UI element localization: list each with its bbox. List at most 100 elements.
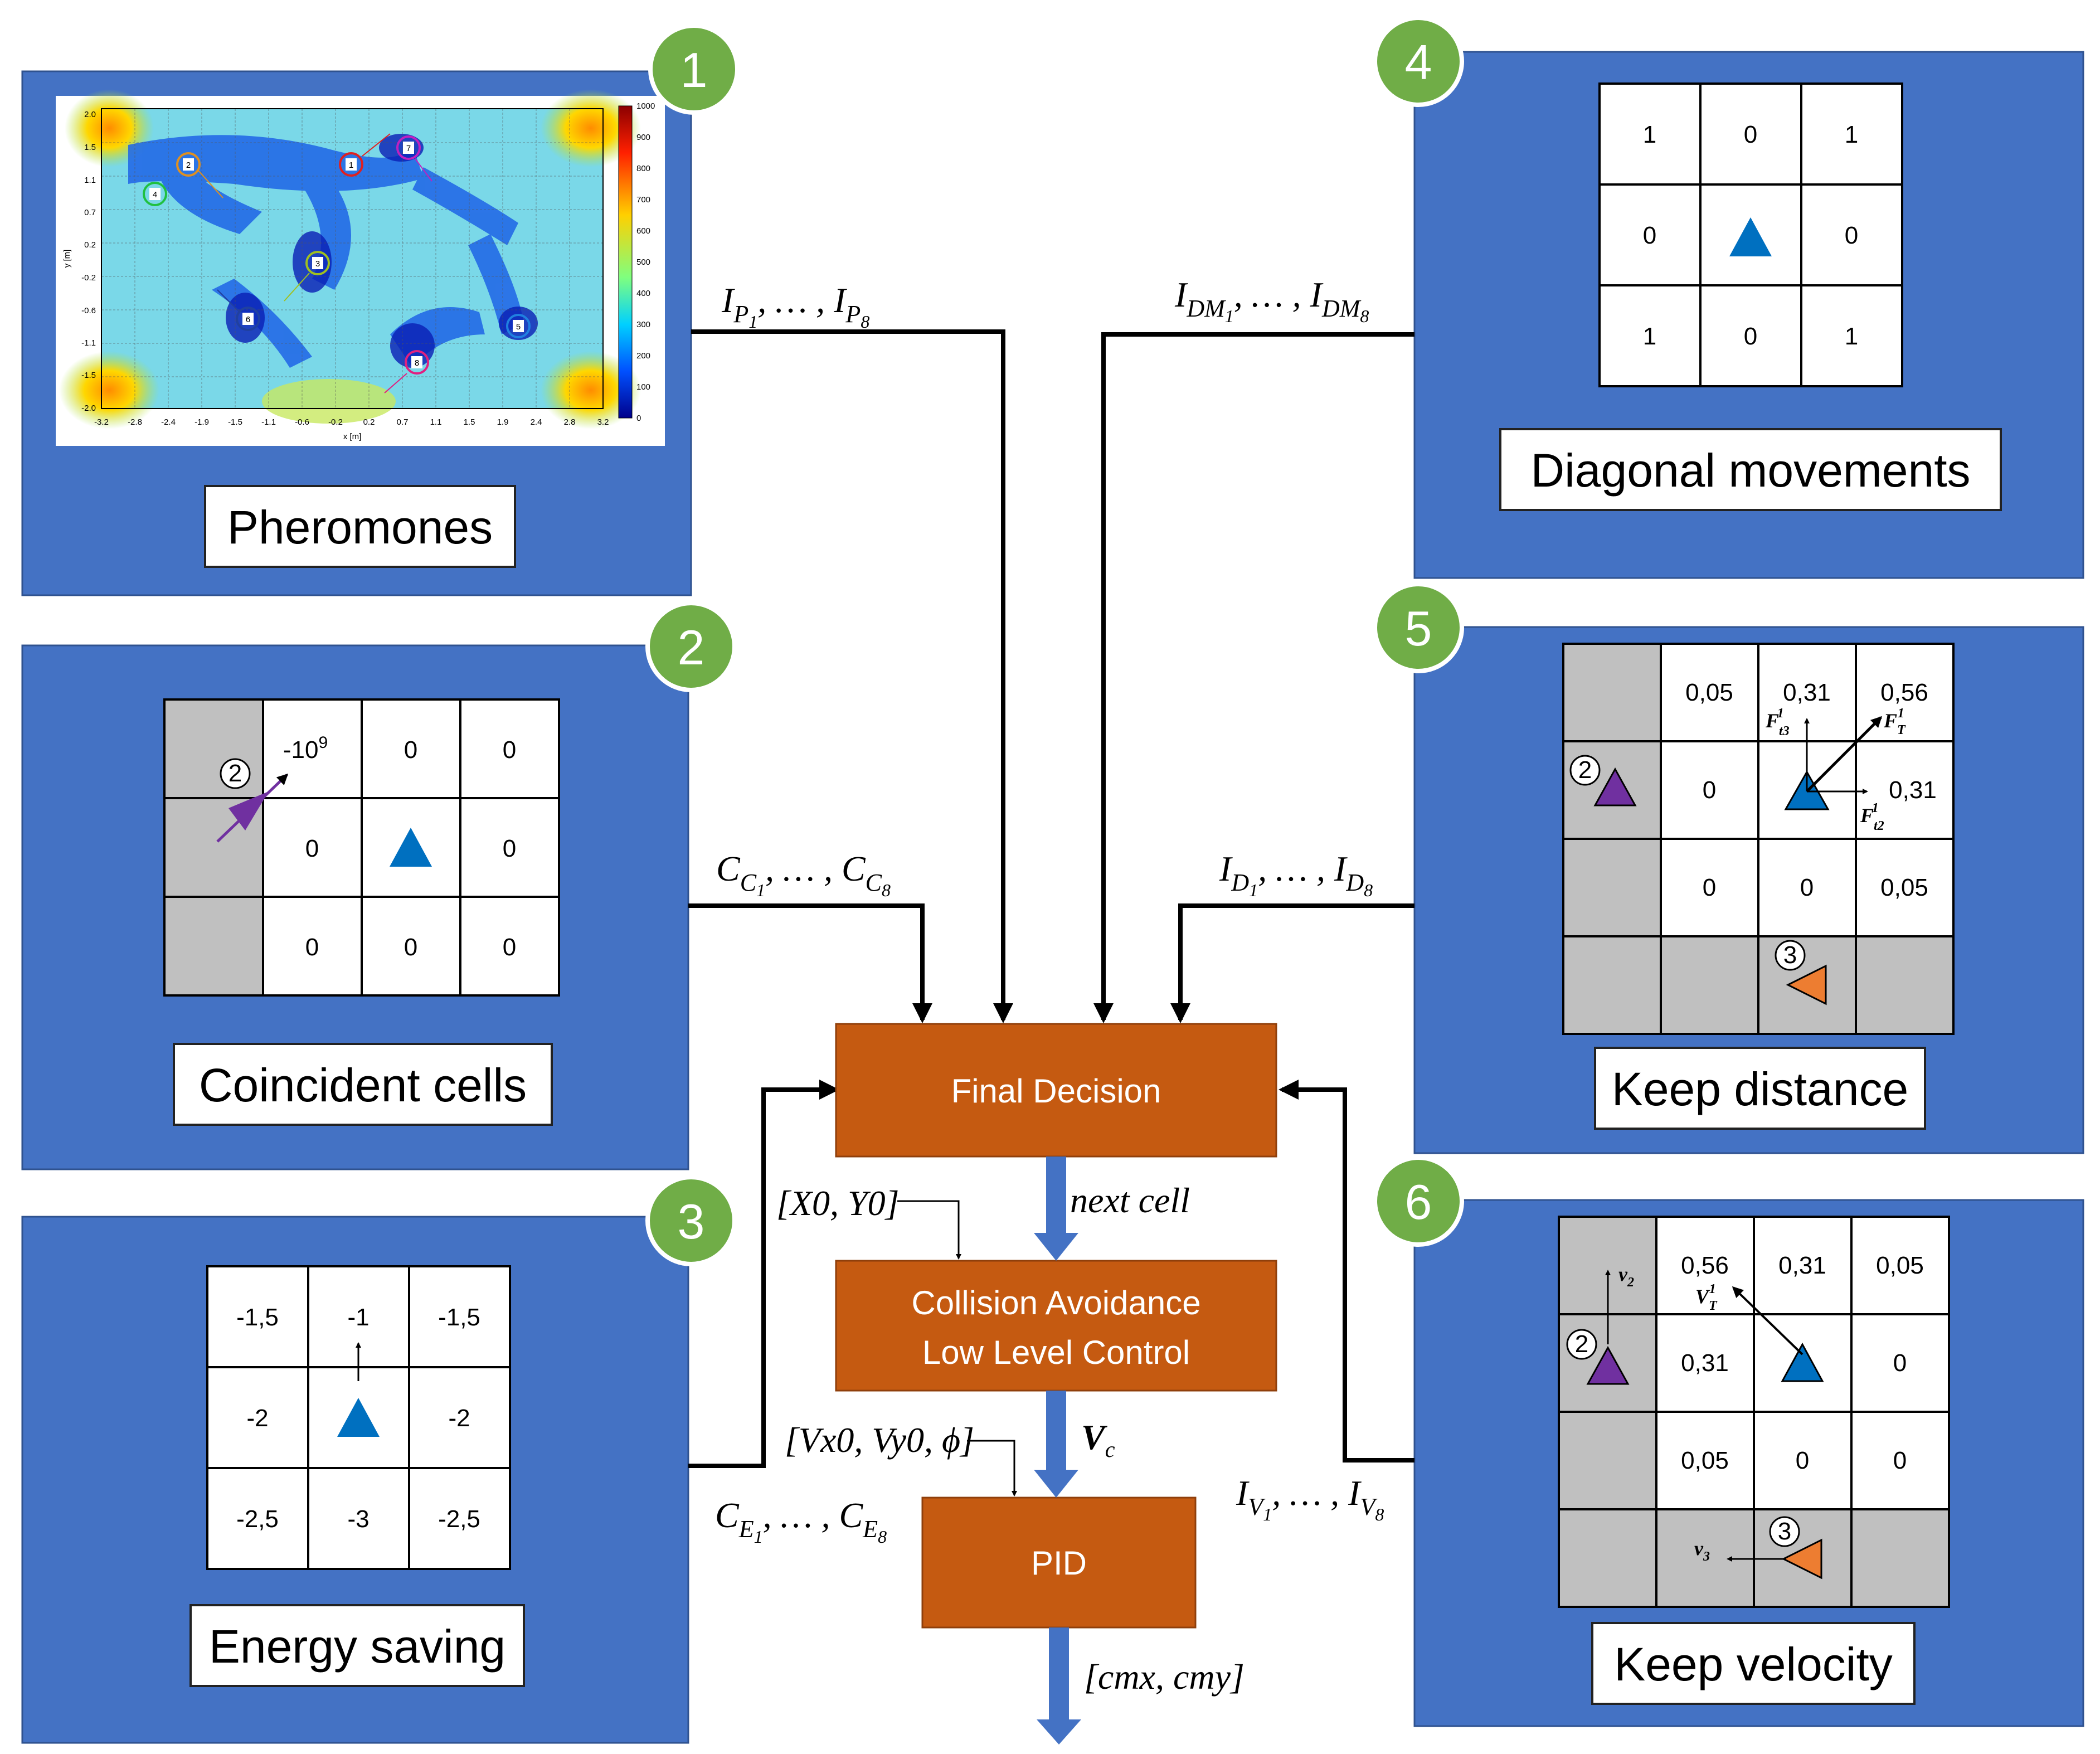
panel-energy-saving: -1,5 -1 -1,5 -2 -2 -2,5 -3 -2,5 Energy s… (21, 1175, 737, 1744)
cell-value: 0 (305, 835, 319, 862)
agent-triangle-blue (1729, 217, 1772, 256)
x-tick: -2.4 (161, 417, 176, 427)
robot-id: 6 (246, 315, 250, 324)
heatmap-robots: 1 2 3 4 (143, 133, 531, 393)
step-number: 5 (1405, 601, 1432, 656)
y-tick: -0.2 (81, 273, 96, 283)
x-tick: 1.5 (464, 417, 475, 427)
cell-value: 0 (1643, 222, 1656, 249)
signal-coincident-inputs: CC1, … , CC8 (716, 849, 891, 900)
robot-2-agent: 2 (1569, 755, 1637, 806)
final-decision-label: Final Decision (951, 1072, 1161, 1110)
panel-title: Keep distance (1612, 1063, 1908, 1115)
distance-grid: 0,05 0,31 0,56 0 0,31 0 0 0,05 Ft31 FT1 … (1562, 643, 1955, 1035)
x-tick: -1.5 (228, 417, 242, 427)
cell-value: 0,56 (1880, 679, 1928, 706)
agent-triangle-blue (1781, 1342, 1824, 1382)
pid-block (921, 1497, 1197, 1629)
robot-3-agent: 3 (1775, 940, 1827, 1005)
x-tick: 1.9 (497, 417, 509, 427)
signal-diagonal-inputs: IDM1, … , IDM8 (1174, 275, 1369, 326)
colorbar-tick: 500 (636, 257, 650, 267)
cell-value: -2 (246, 1405, 268, 1432)
cell-value: 0,05 (1685, 679, 1733, 706)
step-number: 2 (678, 620, 705, 675)
cell-value: 0 (1893, 1447, 1907, 1474)
wire-velocity (1279, 1080, 1414, 1463)
x-tick: -1.9 (195, 417, 209, 427)
velocity-grid: 0,56 0,31 0,05 0,31 0 0,05 0 0 VT1 v2 2 … (1558, 1216, 1950, 1608)
cell-value: -109 (283, 733, 328, 764)
step-badge (645, 1175, 737, 1266)
step-number: 3 (678, 1194, 705, 1249)
cell-value: 0 (1845, 222, 1858, 249)
x-tick: 0.7 (397, 417, 409, 427)
step-number: 1 (680, 42, 708, 98)
y-tick: 1.5 (84, 143, 96, 152)
panel-title: Energy saving (209, 1620, 505, 1673)
cell-value: 0,31 (1783, 679, 1831, 706)
robot-3-agent: v3 3 (1694, 1516, 1822, 1580)
x-tick: -1.1 (261, 417, 276, 427)
step-badge (1373, 1155, 1464, 1247)
robot-2-agent: 2 (216, 758, 289, 843)
cell-value: 0 (503, 934, 516, 961)
cell-value: 1 (1643, 121, 1656, 148)
y-tick: 0.2 (84, 240, 96, 250)
y-tick: 0.7 (84, 208, 96, 217)
y-tick: 1.1 (84, 176, 96, 185)
step-badge (645, 601, 737, 692)
robot-marker: 8 (384, 350, 429, 393)
flow-arrows (1034, 1157, 1081, 1745)
colorbar-tick: 400 (636, 289, 650, 298)
x-axis-ticks: -3.2 -2.8 -2.4 -1.9 -1.5 -1.1 -0.6 -0.2 … (94, 417, 609, 427)
panel-label-box (204, 485, 516, 568)
cell-value: -2 (448, 1405, 470, 1432)
x-tick: -3.2 (94, 417, 109, 427)
panel-keep-velocity: 0,56 0,31 0,05 0,31 0 0,05 0 0 VT1 v2 2 … (1373, 1155, 2084, 1727)
signal-energy-inputs: CE1, … , CE8 (715, 1495, 887, 1547)
robot-id: 2 (229, 760, 242, 787)
robot-id: 5 (516, 322, 521, 332)
panel-label-box (173, 1043, 553, 1126)
cell-value: 0 (305, 934, 319, 961)
wire-initial-position (897, 1200, 961, 1260)
cell-value: 0 (1703, 776, 1716, 804)
panel-label-box (1499, 428, 2002, 511)
colorbar-tick: 800 (636, 164, 650, 173)
robot-id: 4 (153, 190, 157, 200)
robot-marker: 4 (143, 182, 167, 206)
y-axis-label: y [m] (62, 250, 72, 268)
cell-value: 1 (1845, 323, 1858, 350)
robot-id: 3 (1778, 1518, 1791, 1545)
cell-value: 0,31 (1681, 1349, 1729, 1377)
robot-id: 3 (1783, 941, 1797, 969)
velocity-label: v2 (1618, 1263, 1634, 1290)
robot-id: 3 (315, 259, 320, 269)
robot-marker: 5 (506, 314, 531, 338)
cell-value: 0 (1800, 874, 1814, 901)
robot-id: 2 (1578, 756, 1592, 784)
velocity-label: VT1 (1695, 1282, 1718, 1313)
robot-id: 8 (415, 358, 419, 368)
cell-value: 0 (1893, 1349, 1907, 1377)
step-badge (648, 23, 740, 115)
wire-pheromones (691, 329, 1013, 1023)
agent-triangle-blue (337, 1398, 380, 1437)
colorbar-tick: 100 (636, 382, 650, 392)
robot-marker: 7 (396, 135, 432, 182)
colorbar-tick: 0 (636, 414, 641, 423)
y-tick: -1.1 (81, 338, 96, 348)
y-axis-ticks: 2.0 1.5 1.1 0.7 0.2 -0.2 -0.6 -1.1 -1.5 … (81, 110, 96, 413)
velocity-label: v3 (1694, 1537, 1710, 1564)
robot-marker: 2 (176, 152, 223, 198)
signal-velocity-inputs: IV1, … , IV8 (1236, 1473, 1384, 1524)
cell-value: 0 (503, 835, 516, 862)
velocity-arrow (1732, 1286, 1804, 1355)
colorbar: 1000 900 800 700 600 500 400 300 200 100… (618, 101, 655, 423)
collision-avoidance-block (835, 1260, 1277, 1392)
x-tick: -0.2 (328, 417, 343, 427)
cell-value: -1 (347, 1304, 369, 1331)
x-tick: -2.8 (128, 417, 142, 427)
signal-initial-velocity: [Vx0, Vy0, ϕ] (785, 1420, 974, 1460)
